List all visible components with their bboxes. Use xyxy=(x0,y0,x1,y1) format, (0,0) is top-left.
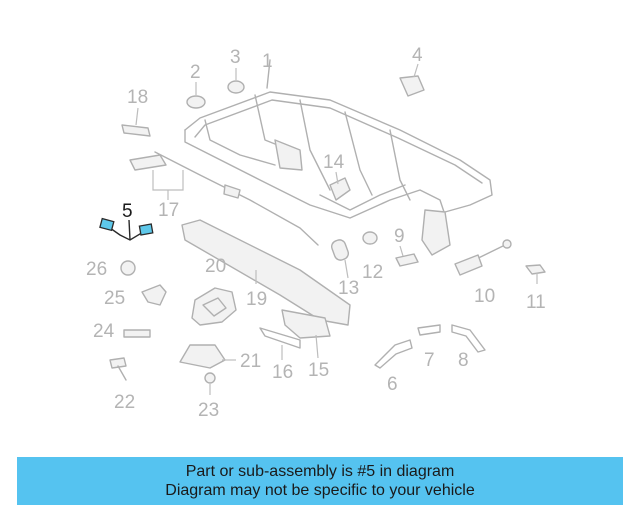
part-6-strip xyxy=(374,339,413,369)
label-14: 14 xyxy=(323,152,345,173)
part-3-plug xyxy=(227,68,245,94)
label-24: 24 xyxy=(93,321,115,342)
info-banner: Part or sub-assembly is #5 in diagram Di… xyxy=(17,457,623,505)
label-8: 8 xyxy=(458,350,469,371)
part-7-strip xyxy=(417,324,441,336)
part-20-cover xyxy=(191,287,237,326)
label-11: 11 xyxy=(526,292,546,313)
part-25-bracket xyxy=(141,284,167,306)
label-16: 16 xyxy=(272,362,293,383)
label-10: 10 xyxy=(474,286,495,307)
label-12: 12 xyxy=(362,262,383,283)
part-15-bracket xyxy=(281,309,331,359)
label-18: 18 xyxy=(127,87,148,108)
label-2: 2 xyxy=(190,62,201,83)
label-13: 13 xyxy=(338,278,359,299)
label-6: 6 xyxy=(387,374,398,395)
part-26-grommet xyxy=(120,260,136,276)
banner-line-2: Diagram may not be specific to your vehi… xyxy=(165,482,475,499)
part-21-bracket xyxy=(179,344,236,369)
label-19: 19 xyxy=(246,289,267,310)
label-4: 4 xyxy=(412,45,423,66)
part-11-stud xyxy=(525,264,546,284)
part-23-clip xyxy=(204,372,216,395)
part-4-bracket xyxy=(399,63,425,97)
part-8-strip xyxy=(451,324,486,353)
part-14-bracket xyxy=(329,171,351,201)
label-23: 23 xyxy=(198,400,219,421)
part-5-wiring-harness xyxy=(99,217,154,241)
part-22-bolt xyxy=(109,357,127,381)
part-10-strut xyxy=(454,239,512,276)
label-3: 3 xyxy=(230,47,241,68)
part-16-bracket xyxy=(259,327,301,360)
label-26: 26 xyxy=(86,259,107,280)
part-labels: 1 2 3 4 5 6 7 8 9 10 11 12 13 14 15 16 1… xyxy=(86,45,546,421)
top-frame-part xyxy=(184,59,493,256)
part-17-cable xyxy=(129,151,319,246)
label-15: 15 xyxy=(308,360,329,381)
label-25: 25 xyxy=(104,288,125,309)
part-13-bumper xyxy=(330,239,350,279)
label-7: 7 xyxy=(424,350,435,371)
label-22: 22 xyxy=(114,392,135,413)
part-19-rail xyxy=(181,219,351,326)
part-24-pin xyxy=(123,329,151,338)
banner-line-1: Part or sub-assembly is #5 in diagram xyxy=(185,463,455,480)
part-18-hinge xyxy=(121,107,151,137)
label-17: 17 xyxy=(158,200,179,221)
part-9-plug xyxy=(395,245,419,267)
parts-diagram: 1 2 3 4 5 6 7 8 9 10 11 12 13 14 15 16 1… xyxy=(86,45,546,421)
label-20: 20 xyxy=(205,256,226,277)
label-5-highlighted: 5 xyxy=(122,201,133,222)
part-2-plug xyxy=(186,82,206,109)
label-21: 21 xyxy=(240,351,261,372)
label-1: 1 xyxy=(262,51,273,72)
label-9: 9 xyxy=(394,226,405,247)
part-12-cap xyxy=(362,231,378,245)
